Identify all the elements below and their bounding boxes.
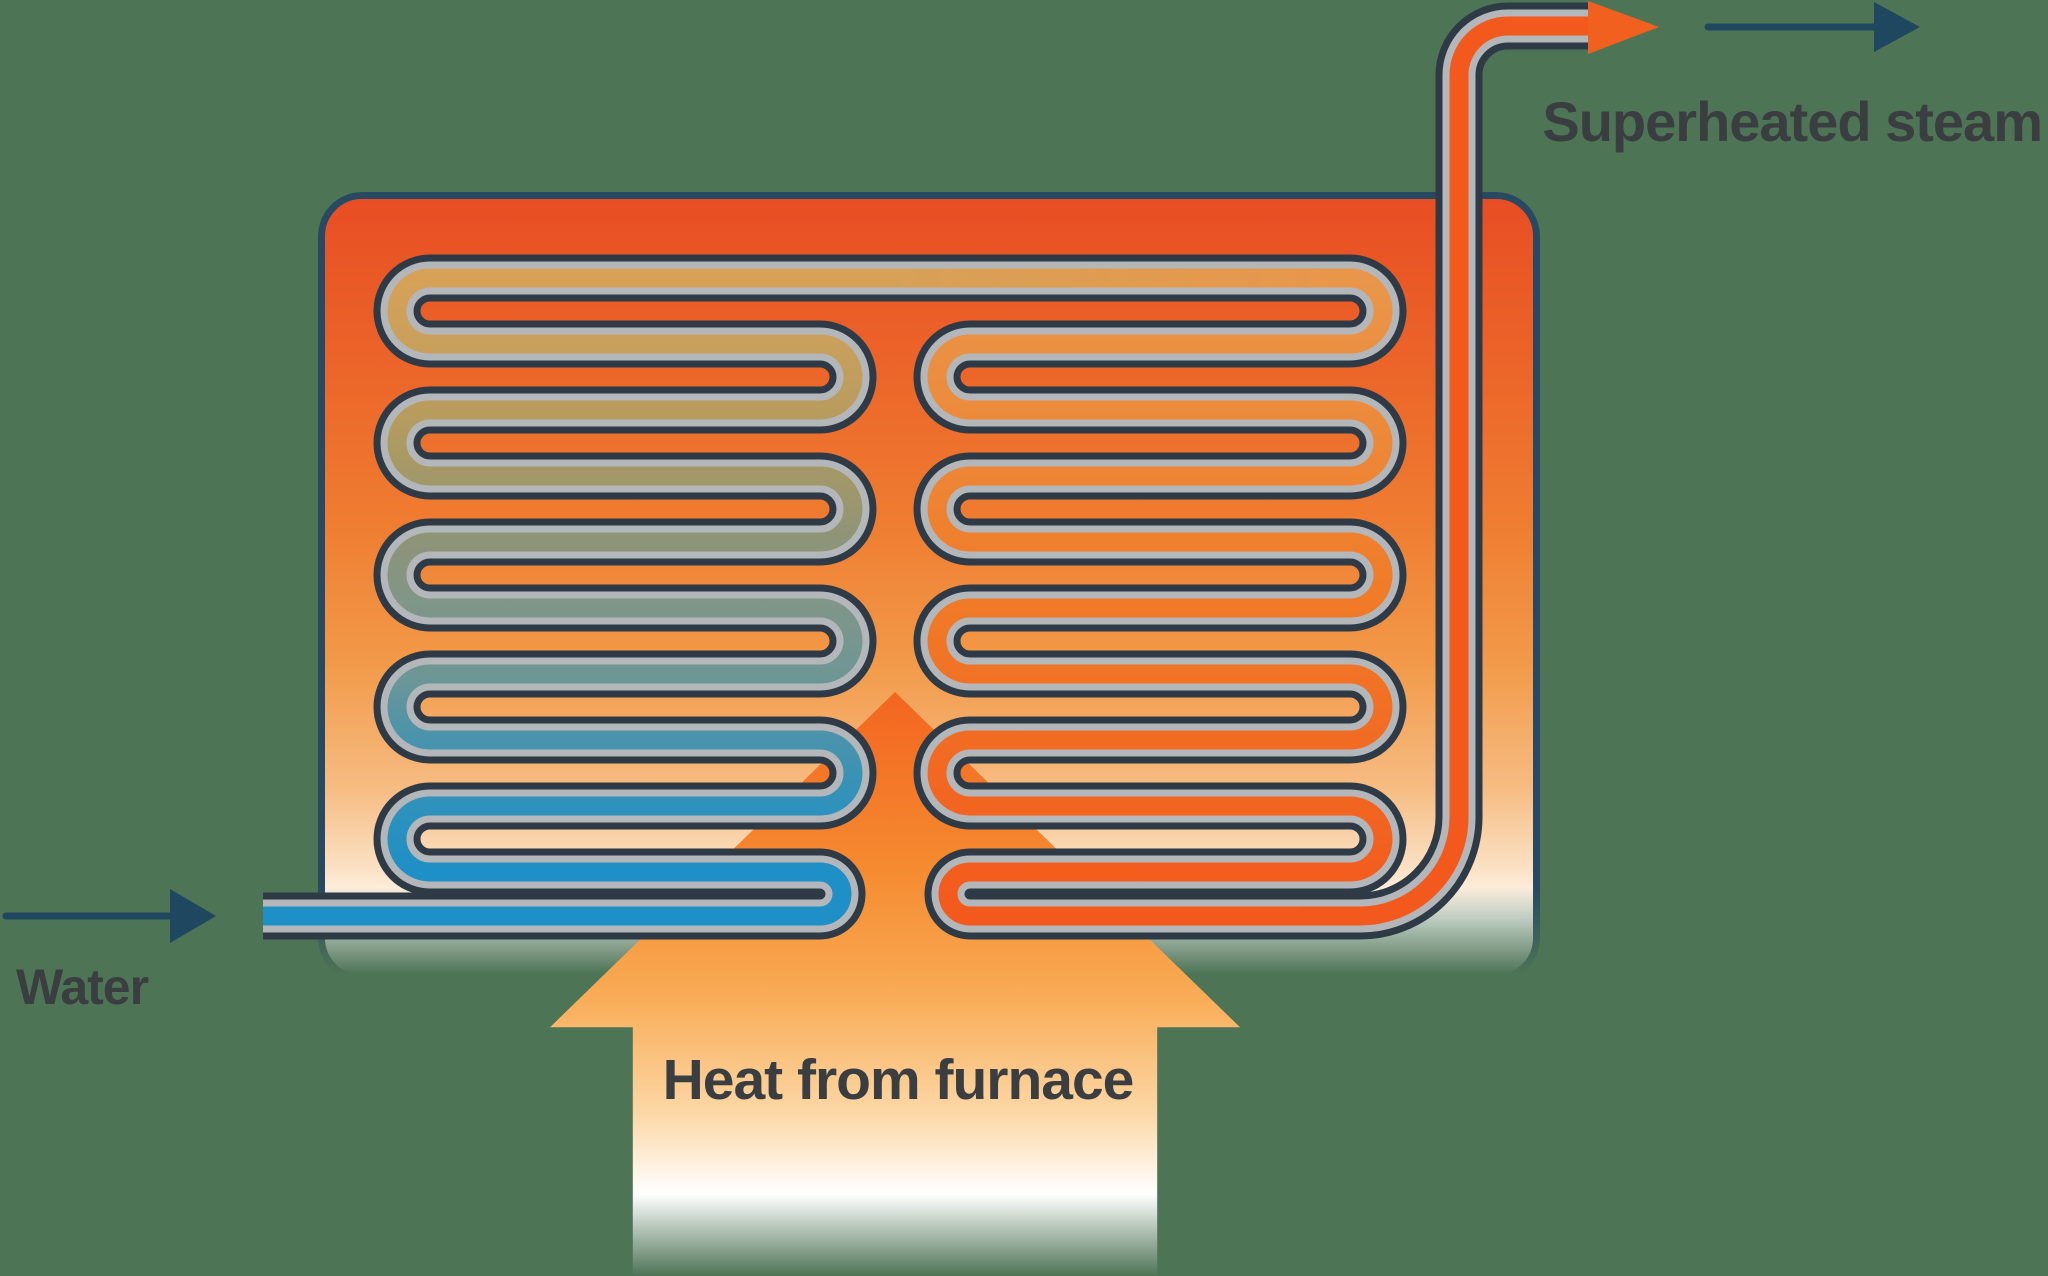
tube-fluid-hot-section xyxy=(927,268,1393,926)
steam-arrow-head xyxy=(1874,2,1920,52)
water-arrow-head xyxy=(170,889,216,943)
steam-flow-arrow-icon xyxy=(1704,2,1920,52)
tube-fluid-cold-section xyxy=(263,268,900,926)
heat-from-furnace-label: Heat from furnace xyxy=(662,1048,1135,1112)
water-label: Water xyxy=(16,959,149,1015)
steam-exit-arrowhead-icon xyxy=(1588,1,1659,54)
tube-fluid-exit-section xyxy=(1300,16,1590,926)
superheated-steam-label: Superheated steam xyxy=(1542,90,2043,153)
water-flow-arrow-icon xyxy=(2,889,216,943)
